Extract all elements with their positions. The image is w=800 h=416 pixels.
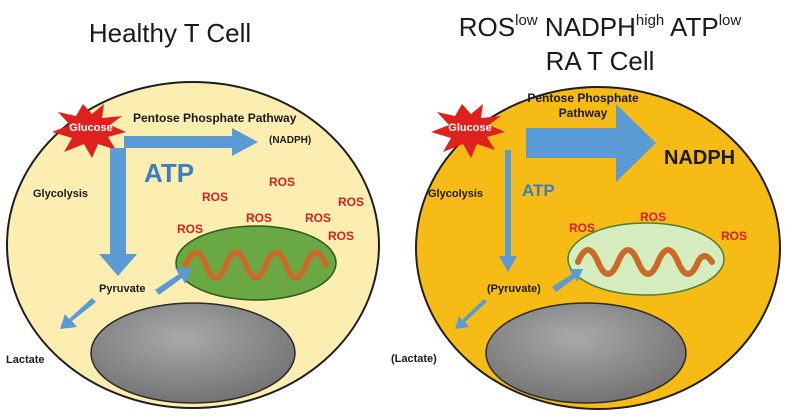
ra-nucleus bbox=[485, 302, 687, 404]
ra-glucose-star bbox=[431, 104, 505, 158]
healthy-ros-7: ROS bbox=[328, 229, 354, 243]
healthy-glycolysis-label: Glycolysis bbox=[33, 188, 88, 200]
healthy-ppp-arrow bbox=[124, 128, 258, 156]
healthy-ros-1: ROS bbox=[202, 190, 228, 204]
healthy-mitochondrion bbox=[175, 225, 337, 301]
ra-ppp-arrow bbox=[526, 104, 656, 182]
healthy-glucose-label: Glucose bbox=[69, 122, 112, 134]
healthy-cell: Glucose Pentose Phosphate Pathway (NADPH… bbox=[6, 81, 380, 409]
healthy-ros-5: ROS bbox=[305, 211, 331, 225]
ra-title-line1: ROSlow NADPHhigh ATPlow bbox=[458, 12, 742, 42]
ra-ppp-label-2: Pathway bbox=[559, 106, 608, 120]
ra-ppp-label-1: Pentose Phosphate bbox=[527, 91, 639, 105]
healthy-ros-6: ROS bbox=[177, 222, 203, 236]
ra-lactate-arrow bbox=[455, 299, 487, 329]
ra-cell-title: ROSlow NADPHhigh ATPlow RA T Cell bbox=[420, 4, 780, 78]
healthy-ros-2: ROS bbox=[269, 175, 295, 189]
ra-glucose-label: Glucose bbox=[448, 122, 491, 134]
healthy-nucleus bbox=[90, 302, 296, 404]
ra-ros-1: ROS bbox=[640, 210, 666, 224]
healthy-ros-3: ROS bbox=[338, 195, 364, 209]
healthy-pyruvate-to-mito-arrow bbox=[155, 268, 192, 295]
ra-mitochondrion bbox=[567, 222, 725, 296]
healthy-cell-title: Healthy T Cell bbox=[88, 18, 252, 48]
ra-pyruvate-to-mito-arrow bbox=[552, 269, 583, 292]
healthy-pyruvate-label: Pyruvate bbox=[99, 283, 145, 295]
ra-glycolysis-label: Glycolysis bbox=[428, 188, 483, 200]
ra-glycolysis-arrow bbox=[499, 150, 517, 272]
ra-ros-3: ROS bbox=[721, 229, 747, 243]
ra-atp-label: ATP bbox=[522, 181, 555, 200]
healthy-lactate-label: Lactate bbox=[6, 354, 45, 366]
healthy-lactate-arrow bbox=[60, 298, 96, 329]
ra-ros-2: ROS bbox=[569, 221, 595, 235]
ra-cell: Glucose Pentose Phosphate Pathway NADPH … bbox=[391, 86, 781, 410]
healthy-glucose-star bbox=[52, 104, 126, 158]
ra-nadph-label: NADPH bbox=[664, 147, 735, 169]
healthy-atp-label: ATP bbox=[144, 158, 194, 188]
ra-title-line2: RA T Cell bbox=[545, 46, 655, 76]
healthy-ppp-label: Pentose Phosphate Pathway bbox=[133, 111, 297, 125]
ra-cristae bbox=[575, 247, 715, 277]
healthy-ros-4: ROS bbox=[246, 211, 272, 225]
ra-lactate-label: (Lactate) bbox=[391, 353, 437, 365]
healthy-nadph-label: (NADPH) bbox=[269, 135, 311, 146]
healthy-glycolysis-arrow bbox=[99, 148, 137, 276]
healthy-cristae bbox=[183, 249, 329, 281]
ra-pyruvate-label: (Pyruvate) bbox=[487, 283, 541, 295]
